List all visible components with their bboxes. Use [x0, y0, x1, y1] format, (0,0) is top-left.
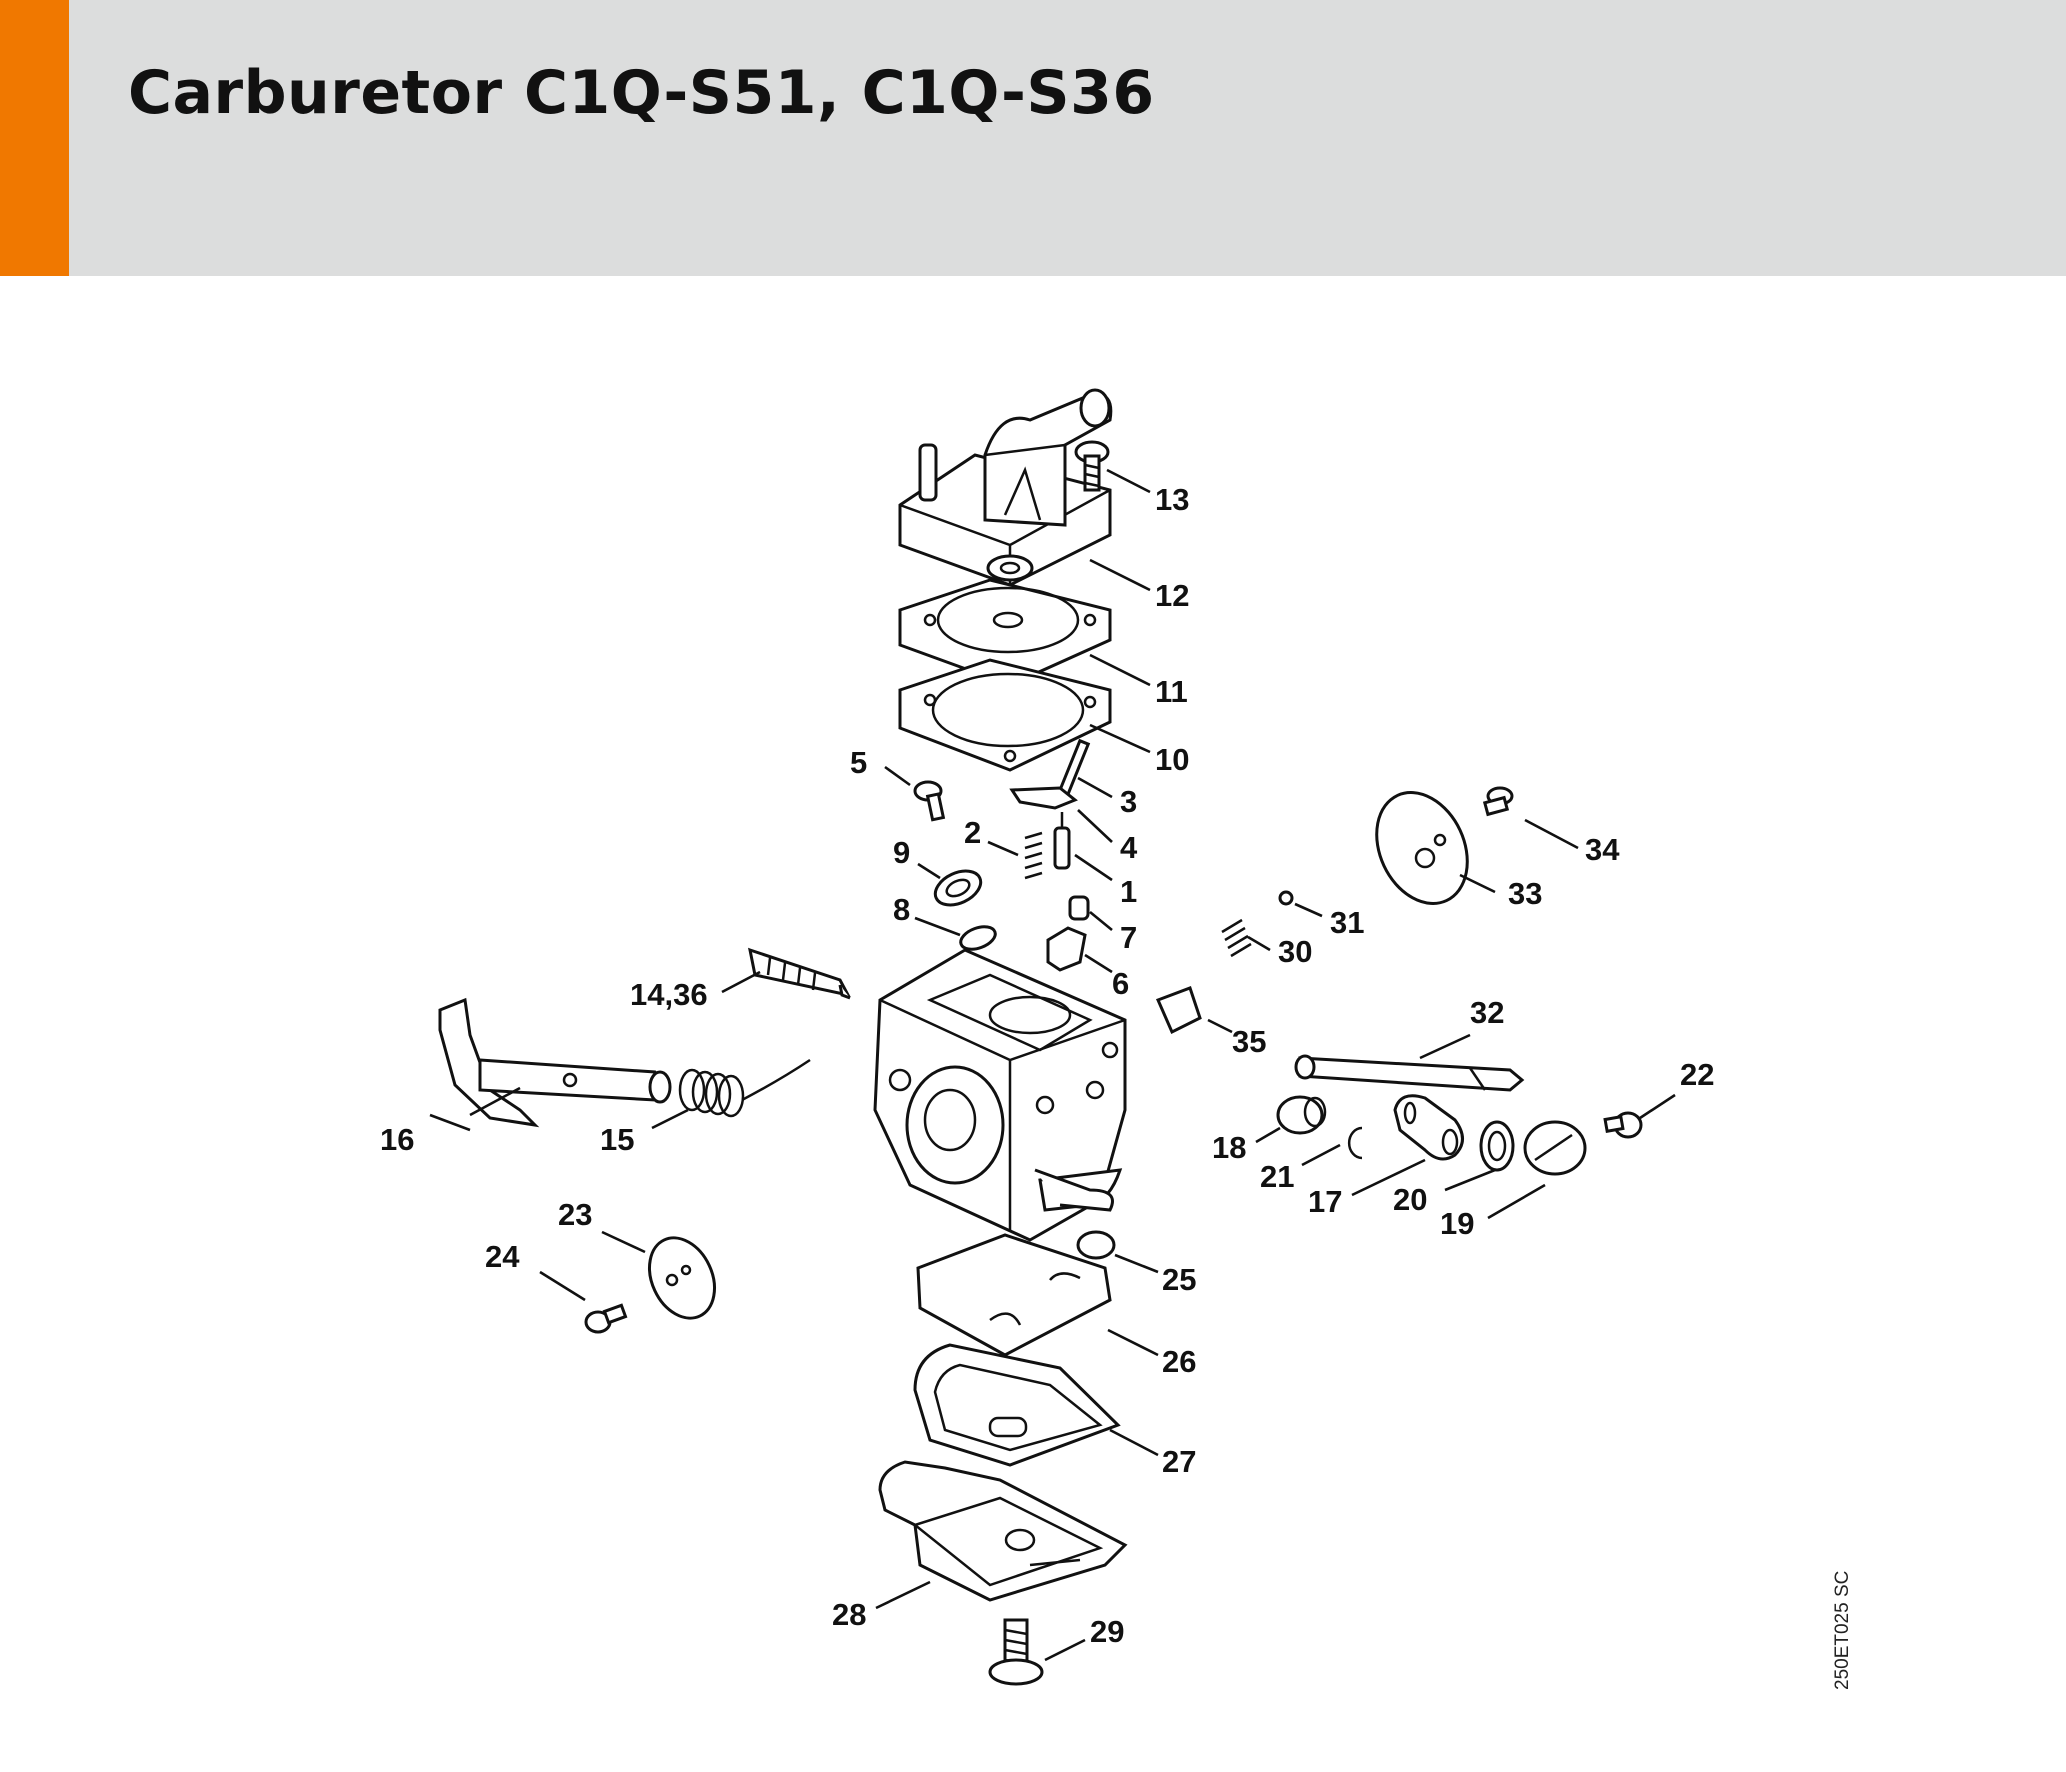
callout-4: 4 [1120, 830, 1138, 865]
callout-15: 15 [600, 1122, 634, 1157]
callout-23: 23 [558, 1197, 592, 1232]
part-adjust-screw-14 [748, 947, 851, 1000]
part-plug-8 [959, 925, 997, 951]
part-clip-21 [1347, 1126, 1363, 1160]
part-strainer-25 [1076, 1230, 1116, 1260]
callout-30: 30 [1278, 934, 1312, 969]
callout-2: 2 [964, 815, 981, 850]
callout-27: 27 [1162, 1444, 1196, 1479]
part-screw-34 [1482, 786, 1514, 817]
part-spring-30 [1221, 918, 1252, 958]
part-screw-22 [1603, 1111, 1643, 1139]
part-cover [898, 388, 1113, 587]
part-end-cover-28 [878, 1460, 1128, 1602]
callout-17: 17 [1308, 1184, 1342, 1219]
part-choke-shutter-33 [1375, 791, 1469, 905]
part-plate-23 [648, 1236, 716, 1320]
part-diaphragm [898, 578, 1112, 687]
callout-33: 33 [1508, 876, 1542, 911]
callout-26: 26 [1162, 1344, 1196, 1379]
callout-16: 16 [380, 1122, 414, 1157]
callout-34: 34 [1585, 832, 1620, 867]
callout-9: 9 [893, 835, 910, 870]
part-washer-20 [1479, 1120, 1515, 1172]
callout-19: 19 [1440, 1206, 1474, 1241]
part-carburetor-body [873, 948, 1127, 1242]
part-screw-5 [913, 780, 946, 822]
part-gasket-10 [898, 658, 1112, 772]
callout-labels: 13 12 11 10 3 4 1 7 6 5 2 9 8 14,36 16 1… [380, 482, 1714, 1649]
part-spring-7 [1068, 895, 1090, 921]
part-sleeve-6 [1046, 926, 1087, 972]
callout-24: 24 [485, 1239, 520, 1274]
callout-28: 28 [832, 1597, 866, 1632]
callout-12: 12 [1155, 578, 1189, 613]
callout-25: 25 [1162, 1262, 1196, 1297]
callout-35: 35 [1232, 1024, 1266, 1059]
callout-13: 13 [1155, 482, 1189, 517]
callout-32: 32 [1470, 995, 1504, 1030]
callout-11: 11 [1155, 674, 1188, 709]
callout-8: 8 [893, 892, 910, 927]
callout-3: 3 [1120, 784, 1137, 819]
callout-7: 7 [1120, 920, 1137, 955]
page-title: Carburetor C1Q-S51, C1Q-S36 [128, 58, 1155, 128]
callout-1: 1 [1120, 874, 1137, 909]
part-metering-diaphragm-26 [916, 1233, 1112, 1357]
part-sleeve-35 [1155, 986, 1202, 1035]
leader-lines [429, 468, 1676, 1662]
callout-29: 29 [1090, 1614, 1124, 1649]
part-lever-plate-17 [1393, 1094, 1464, 1161]
callout-6: 6 [1112, 966, 1129, 1001]
part-choke-shaft-32 [1294, 1054, 1525, 1092]
callout-10: 10 [1155, 742, 1189, 777]
callout-20: 20 [1393, 1182, 1427, 1217]
part-gasket-27 [913, 1343, 1121, 1467]
callout-5: 5 [850, 745, 867, 780]
part-screw-29 [988, 1618, 1044, 1686]
callout-22: 22 [1680, 1057, 1714, 1092]
callout-21: 21 [1260, 1159, 1294, 1194]
callout-18: 18 [1212, 1130, 1246, 1165]
part-bushing-18 [1276, 1095, 1327, 1135]
part-lever-4 [1009, 786, 1078, 810]
callout-31: 31 [1330, 905, 1364, 940]
header-band [0, 0, 2066, 276]
figure-code: 250ET025 SC [1832, 1570, 1853, 1690]
part-ring-9 [933, 869, 983, 907]
header-accent-bar [0, 0, 69, 276]
part-throttle-shaft-16 [438, 997, 672, 1128]
part-screw-24 [584, 1303, 628, 1334]
part-spring-15 [678, 1058, 811, 1118]
part-spring-2 [1024, 831, 1043, 880]
part-ball-31 [1278, 890, 1294, 906]
part-cap-19 [1523, 1120, 1587, 1176]
callout-14-36: 14,36 [630, 977, 708, 1012]
part-needle-1 [1053, 812, 1071, 870]
part-screw-13 [1074, 440, 1110, 492]
